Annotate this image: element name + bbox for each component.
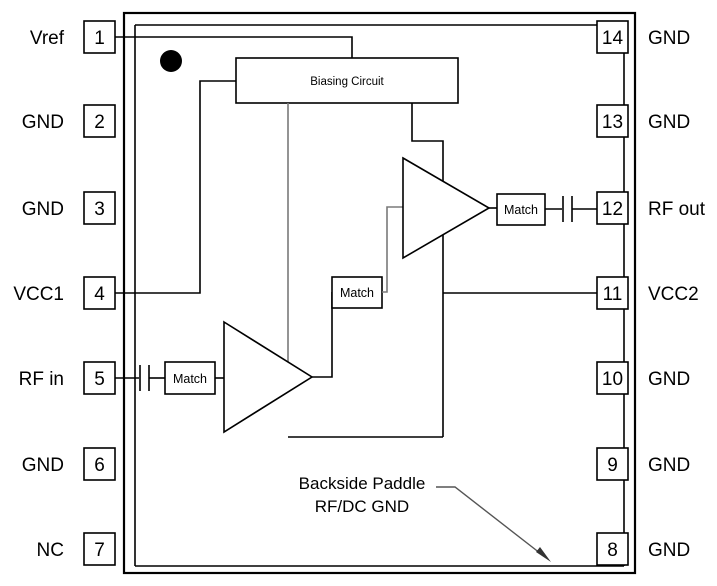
pin-box-11[interactable] bbox=[596, 276, 629, 310]
pin-label-gnd-8: GND bbox=[648, 540, 690, 561]
pin-number-11: 11 bbox=[603, 284, 623, 305]
pin-box-3[interactable] bbox=[83, 191, 116, 225]
amplifier-stage-1-icon[interactable] bbox=[223, 320, 314, 434]
pin-label-gnd-9: GND bbox=[648, 455, 690, 476]
net-vref-to-bias bbox=[115, 36, 353, 58]
backside-paddle-arrowhead-icon bbox=[536, 547, 551, 562]
pin-box-7[interactable] bbox=[83, 532, 116, 566]
match-input-label: Match bbox=[173, 372, 207, 386]
backside-paddle-leader-line bbox=[436, 486, 546, 558]
pin-box-8[interactable] bbox=[596, 532, 629, 566]
net-bias-to-stage2 bbox=[411, 103, 444, 437]
pin-box-2[interactable] bbox=[83, 104, 116, 138]
pin-number-8: 8 bbox=[607, 540, 618, 561]
pin-number-2: 2 bbox=[94, 112, 105, 133]
net-match-interstage-to-amp2 bbox=[382, 206, 403, 293]
pin-box-12[interactable] bbox=[596, 191, 629, 225]
pin-number-3: 3 bbox=[94, 199, 105, 220]
pin-number-6: 6 bbox=[94, 455, 105, 476]
pin-label-gnd-10: GND bbox=[648, 369, 690, 390]
pin-box-10[interactable] bbox=[596, 361, 629, 395]
backside-paddle-label-line1: Backside Paddle bbox=[299, 474, 426, 493]
pin-number-1: 1 bbox=[94, 28, 105, 49]
pin-label-rf-out: RF out bbox=[648, 199, 706, 220]
backside-paddle-label-line2: RF/DC GND bbox=[315, 497, 409, 516]
pin-number-12: 12 bbox=[602, 199, 623, 220]
match-input-block[interactable] bbox=[164, 361, 216, 395]
pin-label-rf-in: RF in bbox=[19, 369, 64, 390]
biasing-circuit-block[interactable] bbox=[235, 57, 459, 104]
net-vcc1-to-bias bbox=[115, 80, 236, 294]
match-interstage-label: Match bbox=[340, 286, 374, 300]
pin-box-9[interactable] bbox=[596, 447, 629, 481]
pin-label-gnd-14: GND bbox=[648, 28, 690, 49]
match-output-label: Match bbox=[504, 203, 538, 217]
pin-label-vcc2: VCC2 bbox=[648, 284, 699, 305]
pin-label-vref: Vref bbox=[30, 28, 65, 49]
pin-1-dot-icon bbox=[160, 50, 182, 72]
pin-number-10: 10 bbox=[602, 369, 623, 390]
pin-box-13[interactable] bbox=[596, 104, 629, 138]
pin-label-gnd-6: GND bbox=[22, 455, 64, 476]
pin-number-5: 5 bbox=[94, 369, 105, 390]
pin-label-vcc1: VCC1 bbox=[13, 284, 64, 305]
pin-number-4: 4 bbox=[94, 284, 105, 305]
pin-number-9: 9 bbox=[607, 455, 618, 476]
pin-label-gnd-13: GND bbox=[648, 112, 690, 133]
pin-label-gnd-2: GND bbox=[22, 112, 64, 133]
pin-box-14[interactable] bbox=[596, 20, 629, 54]
pin-label-gnd-3: GND bbox=[22, 199, 64, 220]
pin-number-13: 13 bbox=[602, 112, 623, 133]
pin-number-14: 14 bbox=[602, 28, 624, 49]
pin-label-nc: NC bbox=[37, 540, 64, 561]
pin-number-7: 7 bbox=[94, 540, 105, 561]
biasing-circuit-label: Biasing Circuit bbox=[310, 76, 384, 88]
pin-box-6[interactable] bbox=[83, 447, 116, 481]
net-amp1-to-match-interstage bbox=[312, 292, 333, 378]
amplifier-stage-2-icon[interactable] bbox=[402, 156, 491, 260]
match-interstage-block[interactable] bbox=[331, 276, 383, 309]
